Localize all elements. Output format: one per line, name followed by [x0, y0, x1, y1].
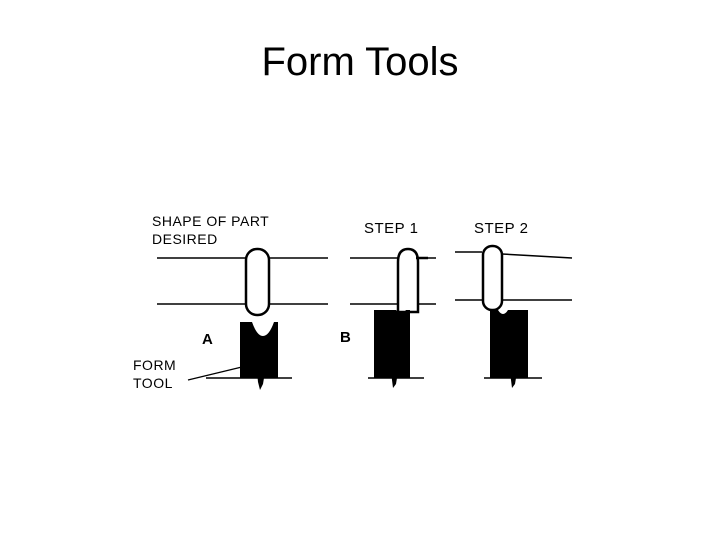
shape-label-line1: SHAPE OF PART [152, 213, 269, 229]
panel-shape-of-part: SHAPE OF PART DESIRED A FORM TOOL [133, 213, 328, 391]
marker-b: B [340, 329, 351, 346]
form-tool-step1 [368, 310, 424, 388]
step1-label: STEP 1 [364, 220, 418, 237]
form-tool-leader-line [187, 365, 247, 381]
step1-workpiece [350, 247, 436, 314]
shape-label-line2: DESIRED [152, 231, 218, 247]
panel-step-2: STEP 2 [455, 220, 573, 388]
form-tool-label-line1: FORM [133, 357, 176, 373]
step2-label: STEP 2 [474, 220, 528, 237]
desired-part-workpiece [157, 247, 328, 317]
form-tool-label-line2: TOOL [133, 375, 173, 391]
form-tool-step2 [484, 310, 542, 388]
step2-workpiece [455, 244, 573, 312]
panel-step-1: STEP 1 B [340, 220, 436, 388]
marker-a: A [202, 331, 213, 348]
form-tool-a [206, 322, 292, 390]
slide-title: Form Tools [261, 40, 459, 84]
